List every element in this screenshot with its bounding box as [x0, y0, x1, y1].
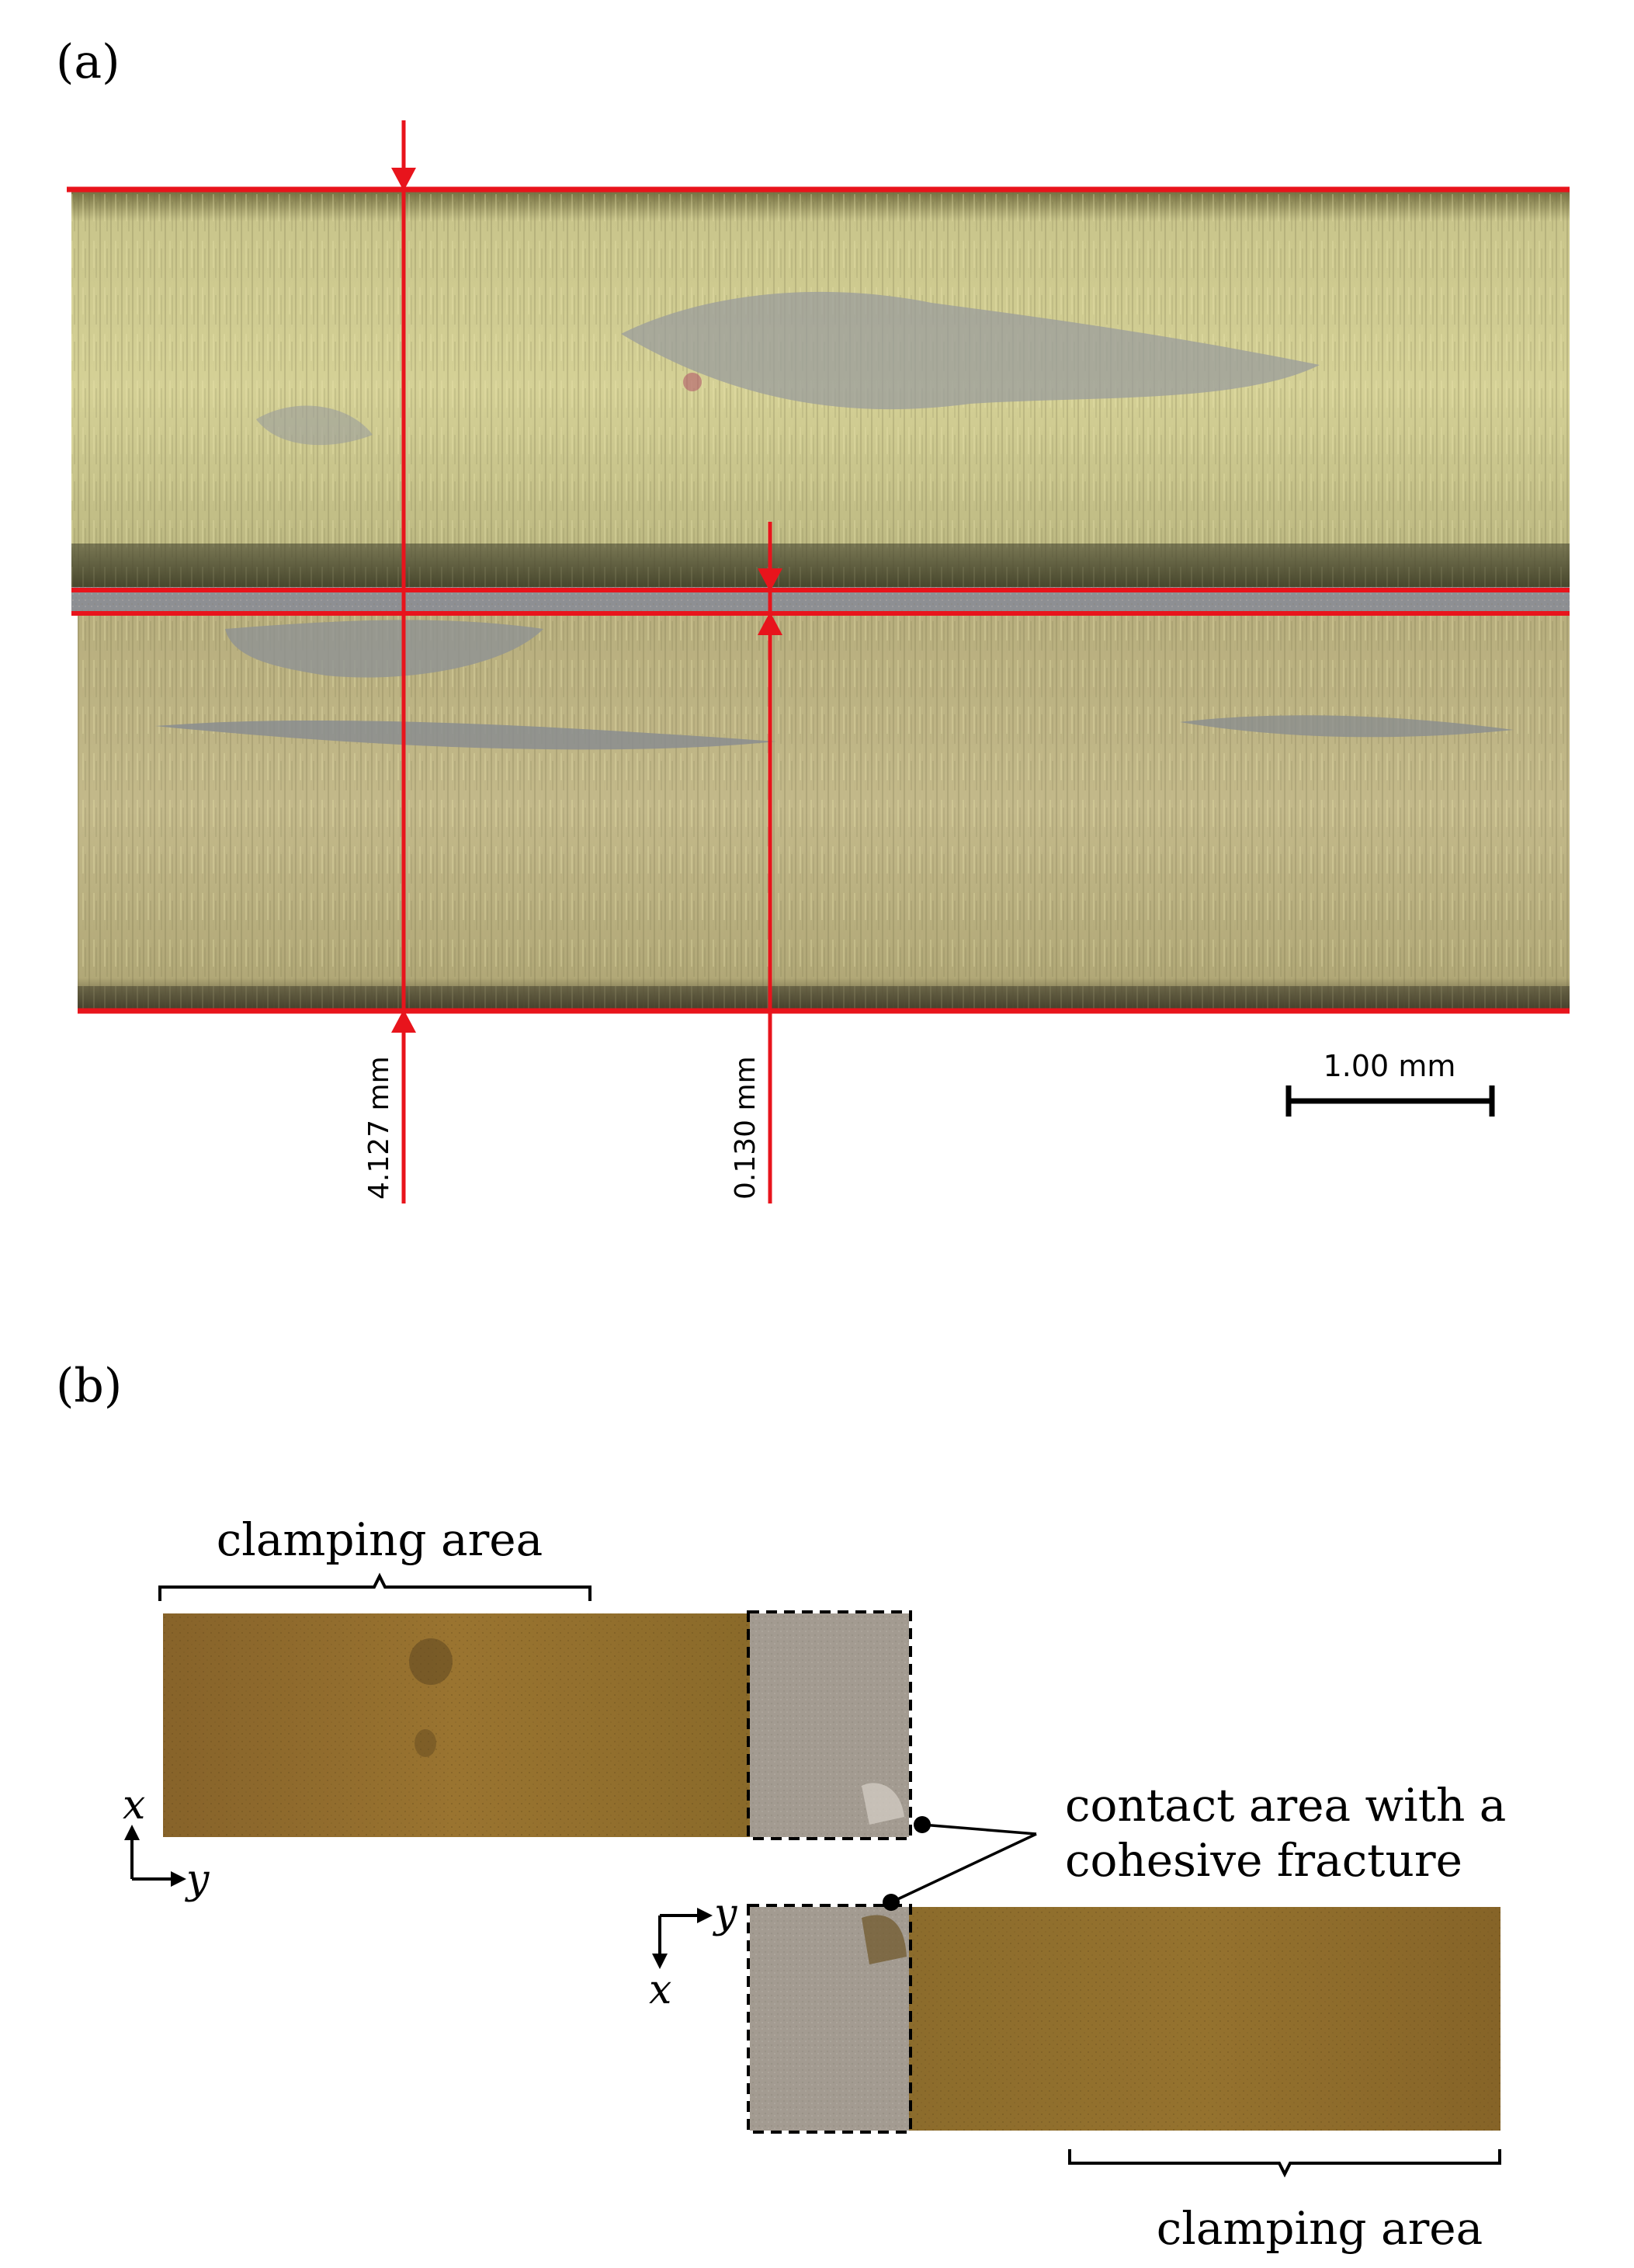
micrograph-cross-section	[71, 189, 1570, 1009]
gray-patch-upper	[621, 291, 1320, 410]
dark-band-upper	[71, 544, 1570, 587]
axis-top-x-arrow	[124, 1825, 140, 1840]
specimen-bottom-fracture-residue	[862, 1915, 907, 1964]
axis-bottom-x-label: x	[649, 1967, 671, 2013]
gray-streak-lower	[155, 720, 776, 750]
specimen-bottom	[747, 1904, 1500, 2134]
red-spot	[683, 373, 702, 391]
gray-patch-left	[256, 405, 373, 446]
contact-area-label-line2: cohesive fracture	[1065, 1834, 1462, 1887]
scale-bar-label: 1.00 mm	[1324, 1049, 1456, 1083]
clamping-area-bottom-label: clamping area	[1157, 2202, 1483, 2255]
specimen-top-contact-box	[747, 1610, 912, 1840]
clamping-area-top-label: clamping area	[217, 1513, 543, 1566]
panel-b-label: (b)	[56, 1359, 122, 1413]
axis-bottom-y-arrow	[697, 1908, 713, 1923]
specimen-top-fracture-highlight	[862, 1783, 904, 1825]
scale-bar: 1.00 mm	[1285, 1049, 1495, 1117]
dark-band-lower	[78, 986, 1570, 1009]
callout-line-bottom	[890, 1832, 1037, 1904]
clamping-brace-top-path	[158, 1572, 592, 1601]
axis-triad-bottom: y x	[649, 1891, 737, 2013]
clamping-brace-top	[158, 1572, 592, 1601]
contact-area-label-line1: contact area with a	[1065, 1779, 1506, 1832]
axis-top-y-label: y	[185, 1856, 210, 1903]
clamping-brace-bottom	[1068, 2149, 1501, 2178]
arrow-up-bondline	[758, 612, 782, 635]
gray-streak-right	[1180, 715, 1514, 738]
lower-adherend-fiber-texture	[78, 612, 1570, 1009]
axis-triad-top: x y	[123, 1782, 210, 1903]
bondline-thickness-label: 0.130 mm	[730, 1056, 761, 1200]
axis-bottom-x-arrow	[652, 1954, 668, 1969]
specimen-top-stain	[409, 1638, 453, 1685]
axis-bottom-y-label: y	[713, 1891, 737, 1937]
gray-patch-lower	[225, 620, 543, 678]
callout-dot-top	[914, 1816, 931, 1833]
arrow-down-top	[391, 168, 416, 191]
specimen-bottom-texture	[907, 1907, 1500, 2131]
axis-top-x-label: x	[123, 1782, 145, 1829]
specimen-top	[163, 1610, 912, 1840]
callout-dot-bottom	[883, 1894, 900, 1911]
specimen-bottom-contact-box	[747, 1904, 912, 2134]
total-thickness-label: 4.127 mm	[363, 1056, 395, 1200]
axis-top-y-arrow	[171, 1871, 186, 1887]
arrow-down-bondline	[758, 568, 782, 592]
clamping-brace-bottom-path	[1068, 2149, 1501, 2178]
panel-a-label: (a)	[56, 35, 120, 89]
callout-line-top	[921, 1823, 1037, 1836]
measurement-overlay	[67, 120, 1570, 1203]
specimen-top-spot	[415, 1729, 436, 1757]
contact-area-callout: contact area with a cohesive fracture	[883, 1779, 1506, 1911]
arrow-up-bottom	[391, 1009, 416, 1033]
measurement-arrows	[391, 168, 782, 1033]
specimen-top-texture	[163, 1613, 751, 1837]
